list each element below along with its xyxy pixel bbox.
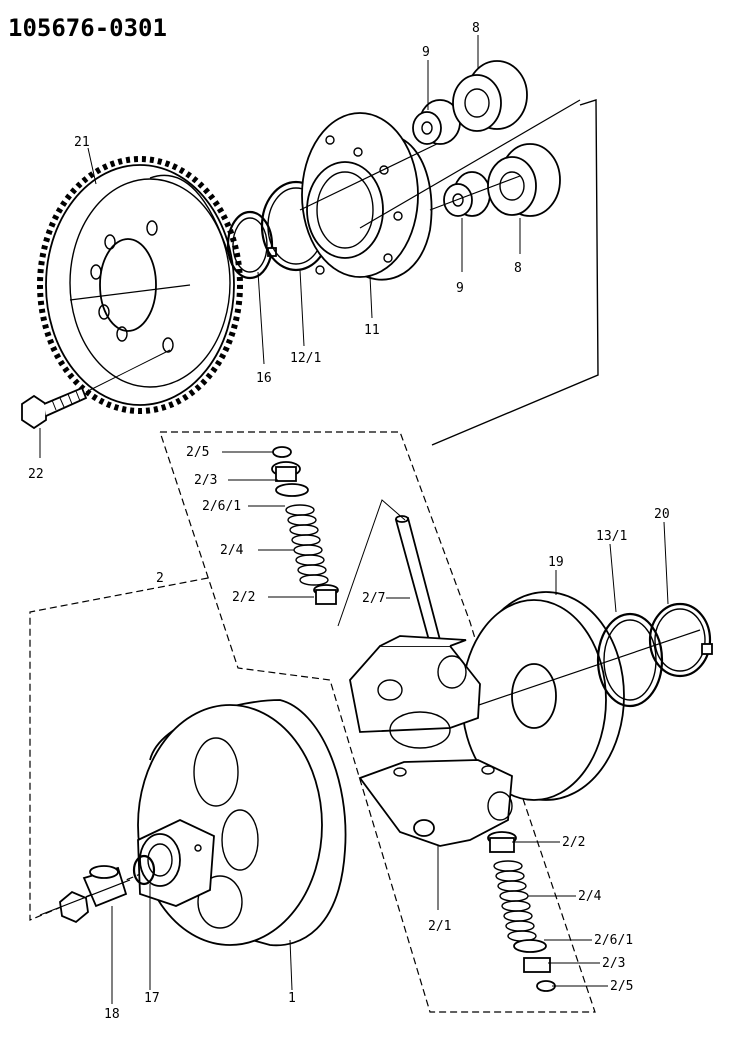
assembly-bracket-line xyxy=(431,99,599,446)
gear-axis-line xyxy=(69,284,191,301)
label-2-2-top: 2/2 xyxy=(232,590,255,605)
plug-18 xyxy=(59,865,128,924)
pin-guide-line xyxy=(337,499,406,627)
label-2-7: 2/7 xyxy=(362,591,385,606)
bushing-9-bottom xyxy=(443,171,491,217)
label-2-4-bottom: 2/4 xyxy=(578,889,602,904)
gear-21 xyxy=(37,156,243,414)
bushing-9-top xyxy=(412,99,461,145)
label-19: 19 xyxy=(548,555,564,570)
spring-assembly-top xyxy=(271,446,339,605)
bearing-axis xyxy=(429,175,521,211)
label-2-1: 2/1 xyxy=(428,919,451,934)
plug-axis xyxy=(39,879,131,916)
leader-lines xyxy=(39,35,669,1004)
label-8-bottom: 8 xyxy=(514,261,522,276)
spring-assembly-bottom xyxy=(487,831,556,992)
label-11: 11 xyxy=(364,323,380,338)
pin-2-7 xyxy=(394,515,442,646)
seal-ring-17 xyxy=(132,854,156,886)
bearing-8-top xyxy=(452,60,528,132)
label-20: 20 xyxy=(654,507,670,522)
housing-1 xyxy=(137,699,347,947)
label-2-3-top: 2/3 xyxy=(194,473,217,488)
label-1: 1 xyxy=(288,991,296,1006)
label-13-1: 13/1 xyxy=(596,529,627,544)
label-12-1: 12/1 xyxy=(290,351,321,366)
bolt-22 xyxy=(21,349,171,430)
label-21: 21 xyxy=(74,135,90,150)
label-2-5-top: 2/5 xyxy=(186,445,209,460)
label-9-bottom: 9 xyxy=(456,281,464,296)
label-9-top: 9 xyxy=(422,45,430,60)
flyweight-lower xyxy=(358,759,513,847)
label-22: 22 xyxy=(28,467,44,482)
label-2-6-1-bottom: 2/6/1 xyxy=(594,933,633,948)
label-2-4-top: 2/4 xyxy=(220,543,244,558)
circlip-20 xyxy=(648,602,713,678)
group-2-outline xyxy=(159,431,596,1013)
label-2-2-bottom: 2/2 xyxy=(562,835,585,850)
label-17: 17 xyxy=(144,991,160,1006)
plate-19 xyxy=(461,591,625,801)
hub-11 xyxy=(301,112,433,281)
bearing-8-bottom xyxy=(487,143,561,217)
label-16: 16 xyxy=(256,371,272,386)
diagram-number: 105676-0301 xyxy=(8,14,167,42)
label-2: 2 xyxy=(156,571,164,586)
hub-axis-upper xyxy=(299,139,446,211)
label-2-5-bottom: 2/5 xyxy=(610,979,633,994)
label-18: 18 xyxy=(104,1007,120,1022)
label-2-6-1-top: 2/6/1 xyxy=(202,499,241,514)
flyweight-upper xyxy=(349,635,481,749)
hub-axis-lower xyxy=(359,99,581,229)
label-8-top: 8 xyxy=(472,21,480,36)
label-2-3-bottom: 2/3 xyxy=(602,956,625,971)
